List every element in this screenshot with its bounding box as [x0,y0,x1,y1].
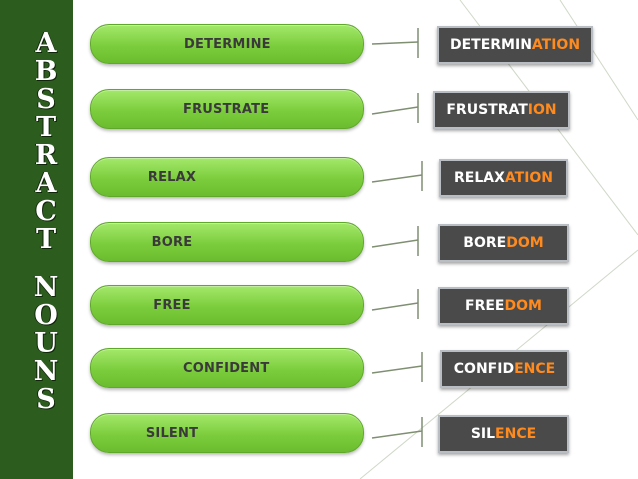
verb-pill: CONFIDENT [90,348,364,388]
noun-stem: DETERMIN [449,37,532,53]
connector-line [371,352,423,382]
noun-suffix: ION [527,102,557,118]
title-letter: N [33,272,59,303]
verb-pill: SILENT [90,413,364,453]
connector-line [371,93,419,123]
verb-pill: RELAX [90,157,364,197]
verb-label: FREE [153,297,191,313]
noun-suffix: DOM [506,235,544,251]
verb-label: CONFIDENT [183,360,270,376]
title-letter: R [34,140,58,171]
noun-stem: RELAX [453,170,505,186]
title-letter: T [35,112,57,143]
verb-pill: DETERMINE [90,24,364,64]
title-letter: S [36,384,56,415]
title-letter: B [34,56,58,87]
noun-suffix: ATION [504,170,554,186]
noun-stem: FRUSTRAT [446,102,528,118]
noun-stem: SIL [470,426,496,442]
noun-stem: FREE [465,298,505,314]
title-letter: S [36,84,56,115]
title-letter: A [35,28,57,59]
title-letter: O [34,300,58,331]
vertical-title: A B S T R A C T N O U N S [26,30,66,414]
title-letter: U [34,328,58,359]
verb-label: SILENT [145,425,199,441]
noun-stem: BORE [463,235,507,251]
title-letter: A [35,168,57,199]
sidebar-title-panel: A B S T R A C T N O U N S [0,0,73,479]
verb-pill: FREE [90,285,364,325]
noun-suffix: DOM [504,298,542,314]
title-letter: C [35,196,57,227]
title-letter: T [35,224,57,255]
verb-label: FRUSTRATE [183,101,270,117]
connector-line [371,28,419,58]
verb-label: RELAX [147,169,197,185]
verb-pill: FRUSTRATE [90,89,364,129]
verb-label: BORE [151,234,193,250]
verb-pill: BORE [90,222,364,262]
connector-line [371,226,419,256]
connector-line [371,161,423,191]
noun-suffix: ENCE [495,426,537,442]
noun-stem: CONFID [453,361,515,377]
noun-suffix: ENCE [514,361,556,377]
verb-label: DETERMINE [184,36,271,52]
noun-suffix: ATION [531,37,581,53]
connector-line [371,289,419,319]
title-letter: N [33,356,59,387]
connector-line [371,417,423,447]
